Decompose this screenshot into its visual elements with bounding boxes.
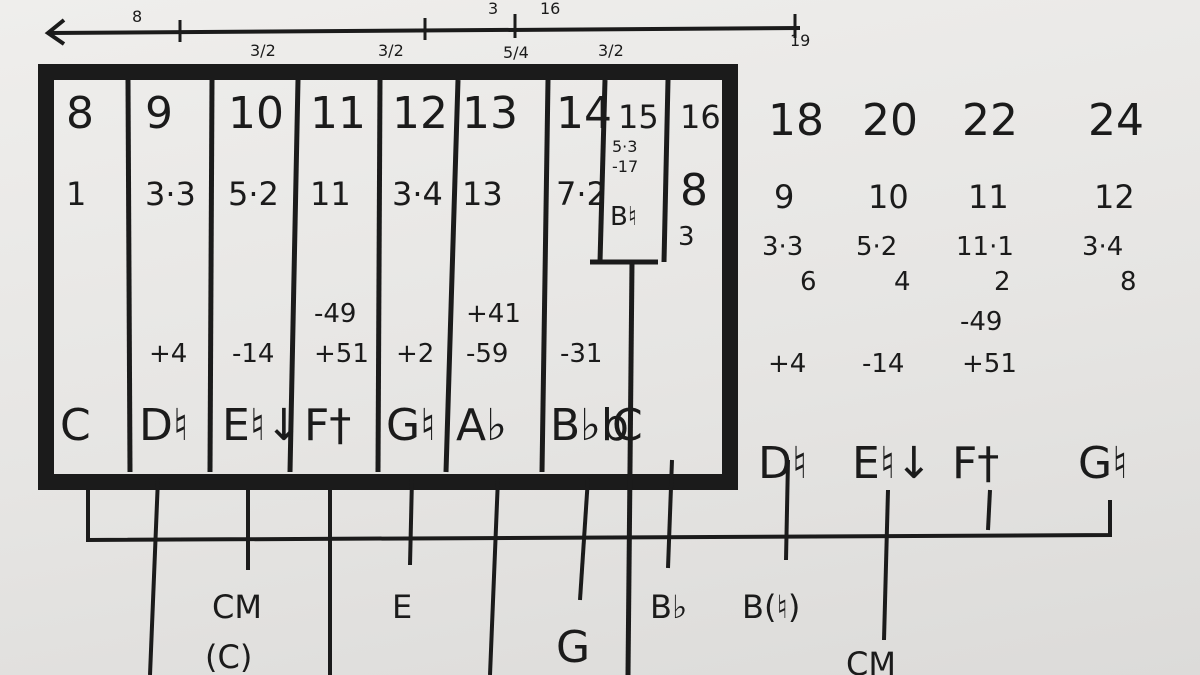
cents-deviation: -31 [560, 339, 602, 369]
chord-label: G [556, 622, 590, 673]
ratio-label: 5·3 [612, 137, 637, 156]
cents-deviation: -14 [862, 349, 904, 379]
ruler-fraction: 3/2 [598, 41, 624, 60]
cents-deviation: -14 [232, 339, 274, 369]
partial-number: 10 [228, 88, 284, 139]
partial-number: 24 [1088, 95, 1144, 146]
octave-number: 8 [1120, 267, 1137, 297]
ratio-label: 9 [774, 178, 794, 216]
note-name: C [612, 400, 643, 451]
grid-frame [38, 64, 738, 490]
partial-number: 13 [462, 88, 518, 139]
note-name: C [60, 400, 91, 451]
cents-deviation-alt: +41 [466, 299, 521, 329]
top-ruler: 8 3 16 19 3/2 3/2 5/4 3/2 [44, 0, 810, 62]
partial-number: 20 [862, 95, 918, 146]
chord-labels: CM (C) E G B♭ B(♮) CM [205, 588, 896, 675]
octave-number: 4 [894, 267, 911, 297]
cents-deviation: +51 [314, 339, 369, 369]
outside-columns: 18 9 3·3 6 +4D♮ 20 10 5·2 4 -14E♮↓ 22 11 11·1 2 -49 +51… [758, 95, 1144, 489]
ratio-label: 3·3 [145, 175, 196, 213]
bottom-bracket [86, 459, 1112, 675]
ratio-label: 3·4 [392, 175, 443, 213]
cents-deviation-alt: -49 [314, 299, 356, 329]
note-name: E♮↓ [852, 438, 932, 489]
octave-number: 6 [800, 267, 817, 297]
ruler-number: 16 [540, 0, 560, 18]
ratio-factors: 5·2 [856, 232, 897, 262]
cents-deviation: +4 [768, 349, 806, 379]
column-dividers [125, 79, 671, 675]
partial-number: 16 [680, 98, 721, 136]
cents-deviation: +51 [962, 349, 1017, 379]
octave-number: 2 [994, 267, 1011, 297]
inset-cents: -17 [612, 157, 638, 176]
ratio-label: 10 [868, 178, 909, 216]
note-name: D♮ [758, 438, 808, 489]
ratio-label: 1 [66, 175, 86, 213]
cents-deviation-alt: -49 [960, 307, 1002, 337]
ratio-label: 12 [1094, 178, 1135, 216]
cents-deviation: +4 [149, 339, 187, 369]
partial-number: 8 [66, 88, 94, 139]
ruler-fraction: 3/2 [250, 41, 276, 60]
chord-label: E [392, 588, 412, 626]
ratio-label: 5·2 [228, 175, 279, 213]
ratio-factors: 3·4 [1082, 232, 1123, 262]
note-name: B♭b [550, 400, 629, 451]
partial-number: 12 [392, 88, 448, 139]
note-name: E♮↓ [222, 400, 302, 451]
ruler-number: 3 [488, 0, 498, 18]
note-name: D♮ [139, 400, 189, 451]
ratio-label: 13 [462, 175, 503, 213]
ratio-factors: 3·3 [762, 232, 803, 262]
partial-number: 11 [310, 88, 366, 139]
chord-label: B(♮) [742, 588, 800, 626]
partial-number: 18 [768, 95, 824, 146]
cents-deviation: +2 [396, 339, 434, 369]
note-name: F† [952, 438, 999, 489]
note-name: G♮ [1078, 438, 1128, 489]
chord-label: CM [212, 588, 262, 626]
chord-label: B♭ [650, 588, 687, 626]
partial-number: 22 [962, 95, 1018, 146]
ruler-number: 8 [132, 7, 142, 26]
partial-number: 9 [145, 88, 173, 139]
grid-columns: 8 1C 9 3·3 +4D♮ 10 5·2 -14E♮↓ 11 11 -49 +51F† 12 3·4 +… [60, 88, 721, 451]
cents-deviation: -59 [466, 339, 508, 369]
partial-number: 14 [556, 88, 612, 139]
note-name: F† [304, 400, 351, 451]
ratio-label: 11 [310, 175, 351, 213]
chord-label: CM [846, 645, 896, 675]
ratio-label: 8 [680, 165, 708, 216]
chord-sublabel: (C) [205, 638, 252, 675]
ruler-number: 19 [790, 31, 810, 50]
inset-note: B♮ [610, 202, 637, 232]
ratio-label: 7·2 [556, 175, 607, 213]
ruler-fraction: 5/4 [503, 43, 529, 62]
ratio-label: 11 [968, 178, 1009, 216]
inset-three: 3 [678, 222, 695, 252]
ratio-factors: 11·1 [956, 232, 1014, 262]
note-name: G♮ [386, 400, 436, 451]
note-name: A♭ [456, 400, 507, 451]
ruler-fraction: 3/2 [378, 41, 404, 60]
partial-number: 15 [618, 98, 659, 136]
